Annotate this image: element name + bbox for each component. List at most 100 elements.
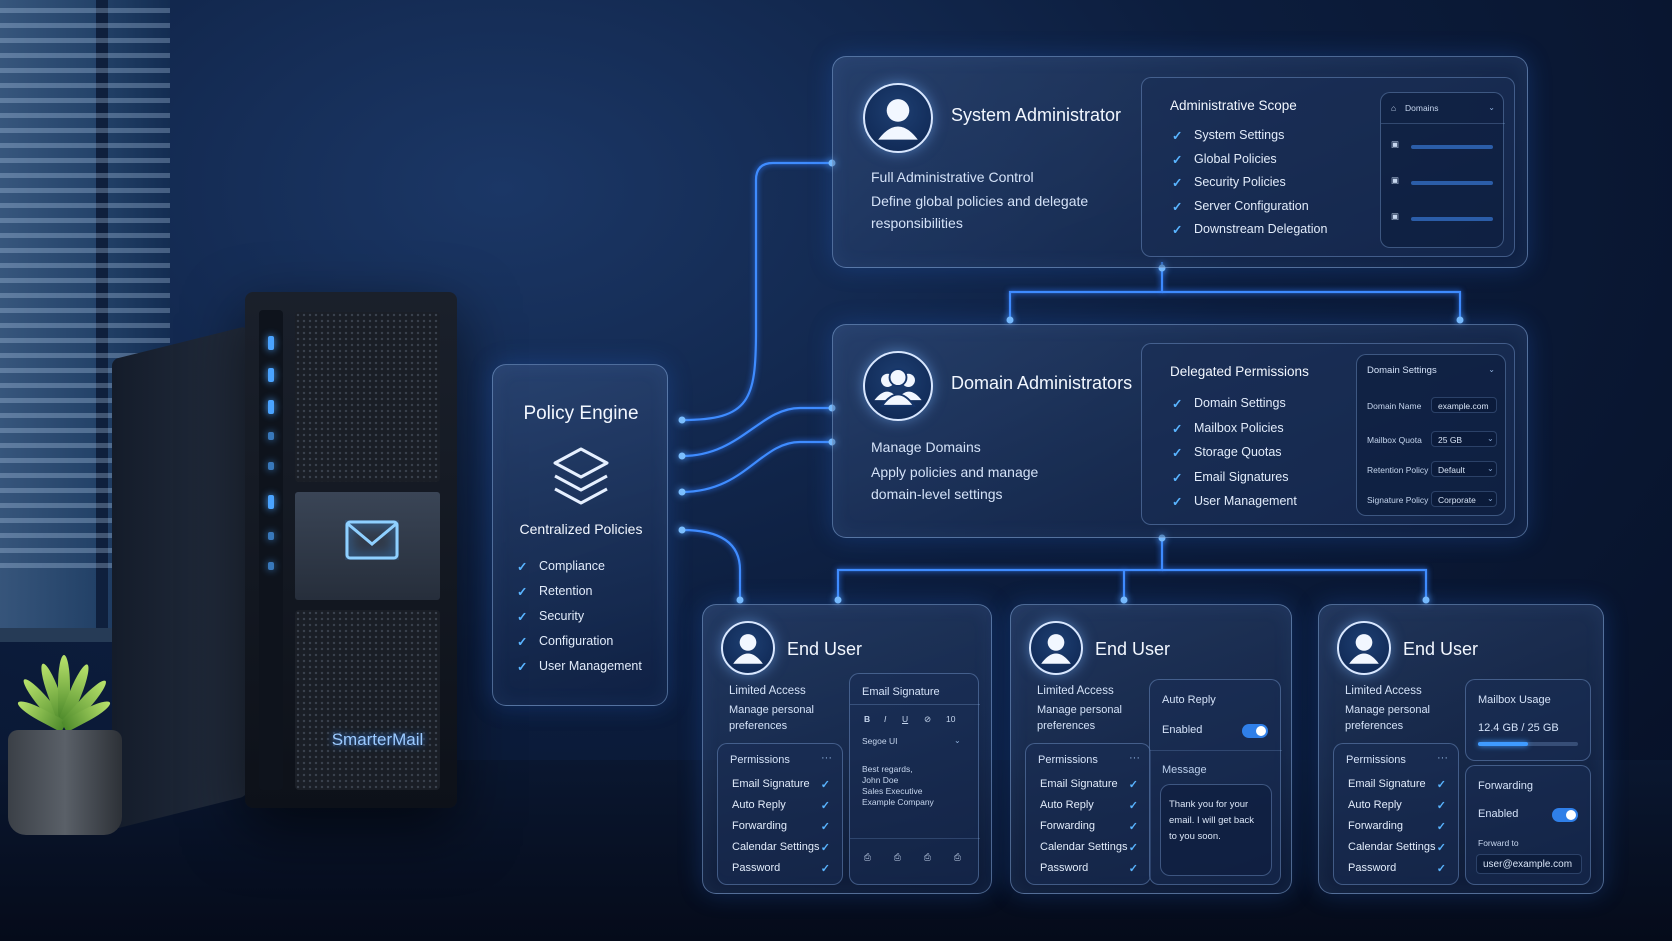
check-icon: ✓ <box>1172 446 1183 460</box>
check-icon: ✓ <box>517 635 528 649</box>
scope-list: ✓System Settings ✓Global Policies ✓Secur… <box>1172 128 1327 246</box>
check-icon: ✓ <box>517 610 528 624</box>
enabled-label: Enabled <box>1478 808 1519 820</box>
auto-reply-toggle[interactable] <box>1242 724 1268 738</box>
list-item: ✓Storage Quotas <box>1172 445 1282 460</box>
attachment-icon[interactable]: ⎙ <box>864 852 871 862</box>
italic-icon[interactable]: I <box>884 714 887 724</box>
lock-icon: ▣ <box>1391 139 1400 149</box>
lock-icon: ▣ <box>1391 175 1400 185</box>
window-blind-slat <box>0 383 170 388</box>
end-user-desc-1: Manage personal <box>1037 704 1123 716</box>
list-item: ✓Email Signatures <box>1172 469 1289 485</box>
signature-policy-label: Signature Policy <box>1367 495 1429 505</box>
end-user-panel-3: End User Limited Access Manage personal … <box>1318 604 1604 894</box>
check-icon: ✓ <box>820 779 830 791</box>
check-icon: ✓ <box>517 560 528 574</box>
signature-line-3: Sales Executive <box>862 786 923 796</box>
envelope-icon <box>345 520 399 560</box>
scope-title: Administrative Scope <box>1170 98 1297 113</box>
signature-line-1: Best regards, <box>862 764 913 774</box>
check-icon: ✓ <box>1172 223 1183 237</box>
bold-icon[interactable]: B <box>864 714 871 724</box>
retention-policy-select[interactable]: Default <box>1431 461 1497 477</box>
chevron-down-icon[interactable]: ⌄ <box>1488 365 1495 374</box>
window-blind-slat <box>0 398 170 403</box>
end-user-desc-2: preferences <box>729 720 788 732</box>
check-icon: ✓ <box>1128 779 1138 791</box>
message-line-3: to you soon. <box>1169 831 1221 842</box>
domain-admin-desc-1: Manage Domains <box>871 439 981 455</box>
end-user-desc-1: Manage personal <box>729 704 815 716</box>
window-blind-slat <box>0 83 170 88</box>
list-item: ✓Security Policies <box>1172 175 1286 190</box>
window-blind-slat <box>0 443 170 448</box>
end-user-panel-2: End User Limited Access Manage personal … <box>1010 604 1292 894</box>
domain-name-field[interactable]: example.com <box>1431 397 1497 413</box>
chevron-down-icon[interactable]: ⌄ <box>1487 434 1494 443</box>
domain-admin-desc-2: Apply policies and manage <box>871 464 1039 480</box>
auto-reply-card: Auto Reply Enabled Message Thank you for… <box>1149 679 1282 885</box>
window-blind-slat <box>0 533 170 538</box>
window-blind-slat <box>0 428 170 433</box>
permissions-title: Permissions <box>730 754 790 766</box>
window-blind-slat <box>0 158 170 163</box>
check-icon: ✓ <box>1172 152 1183 167</box>
limited-access-label: Limited Access <box>729 685 806 697</box>
more-icon[interactable]: ··· <box>1437 752 1448 764</box>
check-icon: ✓ <box>1172 199 1183 214</box>
end-user-panel-1: End User Limited Access Manage personal … <box>702 604 992 894</box>
end-user-title: End User <box>1095 639 1171 659</box>
forward-to-field[interactable]: user@example.com <box>1476 854 1582 874</box>
delegated-permissions-title: Delegated Permissions <box>1170 364 1309 379</box>
window-blind-slat <box>0 338 170 343</box>
list-item: ✓Domain Settings <box>1172 396 1286 411</box>
permissions-card: Permissions ··· Email Signature✓ Auto Re… <box>1025 743 1151 885</box>
chevron-down-icon[interactable]: ⌄ <box>1488 103 1495 112</box>
policy-engine-panel: Policy Engine Centralized Policies ✓Comp… <box>492 364 668 706</box>
check-icon: ✓ <box>820 842 830 854</box>
server-tower: SmarterMail <box>245 292 457 808</box>
mini-header: Domains <box>1405 103 1439 113</box>
chevron-down-icon[interactable]: ⌄ <box>1487 494 1494 503</box>
list-item: ✓User Management <box>517 659 642 674</box>
delegated-permissions-list: ✓Domain Settings ✓Mailbox Policies ✓Stor… <box>1172 396 1297 519</box>
list-item: ✓Mailbox Policies <box>1172 420 1284 436</box>
check-icon: ✓ <box>1128 821 1138 833</box>
forwarding-toggle[interactable] <box>1552 808 1578 822</box>
mailbox-quota-select[interactable]: 25 GB <box>1431 431 1497 447</box>
window-blind-slat <box>0 503 170 508</box>
domain-admin-panel: Domain Administrators Manage Domains App… <box>832 324 1528 538</box>
enabled-label: Enabled <box>1162 724 1203 736</box>
more-icon[interactable]: ··· <box>1129 752 1140 764</box>
underline-icon[interactable]: U <box>902 714 909 724</box>
font-family-select[interactable]: Segoe UI <box>862 736 898 746</box>
chevron-down-icon[interactable]: ⌄ <box>954 736 961 745</box>
window-blind-slat <box>0 143 170 148</box>
check-icon: ✓ <box>820 863 830 875</box>
check-icon: ✓ <box>1128 842 1138 854</box>
image-icon[interactable]: ⎙ <box>894 852 901 862</box>
layers-icon <box>553 447 609 505</box>
more-icon[interactable]: ··· <box>821 752 832 764</box>
message-textarea[interactable]: Thank you for your email. I will get bac… <box>1160 784 1272 876</box>
font-size-select[interactable]: 10 <box>946 714 956 724</box>
window-blind-slat <box>0 263 170 268</box>
signature-policy-select[interactable]: Corporate <box>1431 491 1497 507</box>
list-item: ✓Global Policies <box>1172 151 1277 167</box>
check-icon: ✓ <box>1172 176 1183 190</box>
preview-icon[interactable]: ⎙ <box>954 852 961 862</box>
front-grille-bottom <box>295 610 440 790</box>
chevron-down-icon[interactable]: ⌄ <box>1487 464 1494 473</box>
administrative-scope-card: Administrative Scope ✓System Settings ✓G… <box>1141 77 1515 257</box>
link-icon[interactable]: ⊘ <box>924 714 932 724</box>
window-blind-slat <box>0 98 170 103</box>
window-blind-slat <box>0 203 170 208</box>
check-icon: ✓ <box>1172 397 1183 411</box>
window-blind-slat <box>0 323 170 328</box>
save-icon[interactable]: ⎙ <box>924 852 931 862</box>
window-blind-slat <box>0 53 170 58</box>
limited-access-label: Limited Access <box>1345 685 1422 697</box>
mini-domains-window: ⌂ Domains ⌄ ▣ ▣ ▣ <box>1380 92 1505 248</box>
